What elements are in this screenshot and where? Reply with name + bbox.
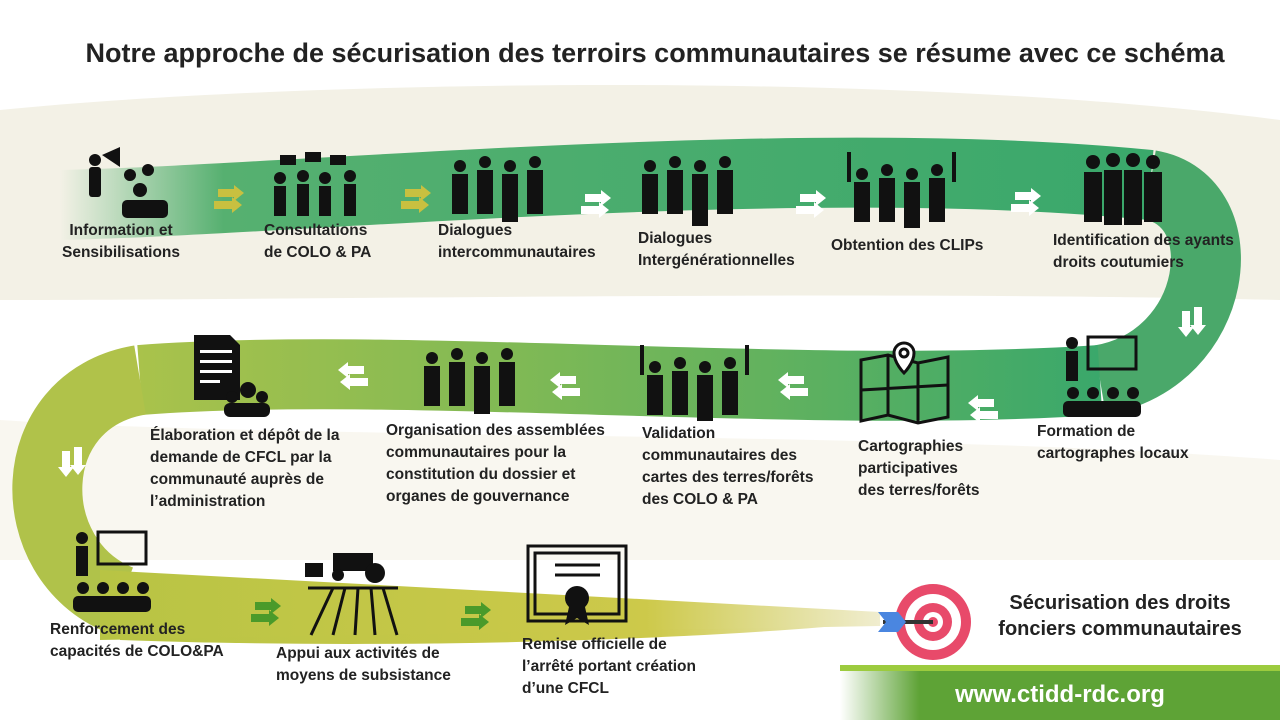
target-arrow-icon (878, 584, 971, 660)
double-arrow-right-icon (214, 185, 244, 213)
step-label-dialogues-intercommunautaires: Dialogues intercommunautaires (438, 222, 596, 261)
step-label-identification: Identification des ayants droits coutumi… (1053, 232, 1234, 271)
double-arrow-down-icon (58, 447, 86, 477)
double-arrow-right-icon (1011, 188, 1041, 216)
footer-url-link[interactable]: www.ctidd-rdc.org (955, 681, 1165, 708)
map-pin-icon (859, 341, 950, 425)
step-label-information: Information et Sensibilisations (62, 222, 181, 261)
double-arrow-right-icon (401, 185, 431, 213)
discussion-group-icon (274, 152, 356, 216)
document-group-icon (194, 335, 270, 417)
step-label-renforcement: Renforcement des capacités de COLO&PA (50, 621, 224, 660)
double-arrow-right-icon (251, 598, 281, 626)
footer-bar: www.ctidd-rdc.org (840, 665, 1280, 720)
page-title: Notre approche de sécurisation des terro… (85, 38, 1225, 68)
crowd-icon (642, 156, 733, 226)
double-arrow-left-icon (778, 372, 808, 400)
double-arrow-right-icon (581, 190, 611, 218)
step-label-formation: Formation de cartographes locaux (1037, 423, 1189, 462)
goal-label: Sécurisation des droits fonciers communa… (998, 592, 1242, 640)
step-label-appui: Appui aux activités de moyens de subsist… (276, 645, 451, 684)
crowd-icon (424, 348, 515, 414)
tractor-field-icon (305, 553, 399, 636)
teacher-board-icon (1063, 335, 1141, 417)
crowd-icon (452, 156, 543, 222)
step-label-dialogues-intergenerationnelles: Dialogues Intergénérationnelles (638, 230, 795, 269)
step-label-elaboration: Élaboration et dépôt de la demande de CF… (150, 427, 340, 510)
step-label-validation: Validation communautaires des cartes des… (642, 425, 814, 508)
double-arrow-down-icon (1178, 307, 1206, 337)
teacher-board-icon (73, 530, 151, 612)
double-arrow-right-icon (461, 602, 491, 630)
double-arrow-left-icon (968, 395, 998, 423)
step-label-remise: Remise officielle de l’arrêté portant cr… (522, 636, 696, 697)
double-arrow-left-icon (338, 362, 368, 390)
megaphone-crowd-icon (89, 147, 168, 218)
group-icon (1084, 153, 1162, 225)
step-label-clips: Obtention des CLIPs (831, 237, 984, 254)
raised-hands-crowd-icon (640, 345, 749, 421)
double-arrow-left-icon (550, 372, 580, 400)
certificate-icon (526, 544, 628, 625)
step-label-consultations: Consultations de COLO & PA (264, 222, 372, 261)
raised-hands-crowd-icon (847, 152, 956, 228)
double-arrow-right-icon (796, 190, 826, 218)
step-label-organisation: Organisation des assemblées communautair… (386, 422, 605, 505)
step-label-cartographies: Cartographies participatives des terres/… (858, 438, 980, 499)
